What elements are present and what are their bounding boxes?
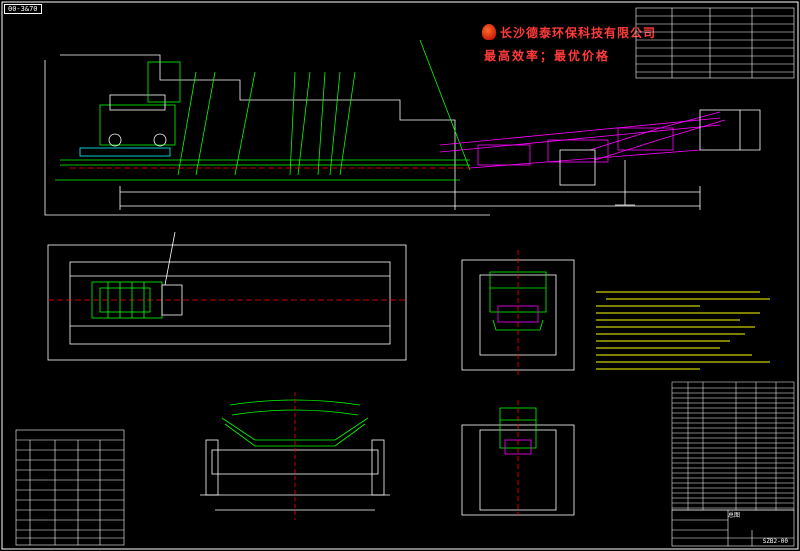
company-slogan: 最高效率；最优价格 — [484, 49, 611, 63]
drawing-number: SZB2-00 — [762, 538, 788, 545]
section-view-a — [461, 250, 575, 375]
frame-tag: 00-3&70 — [4, 4, 42, 14]
elevation-view — [44, 39, 761, 216]
company-logo-icon — [482, 24, 496, 40]
title-block-label: 总图 — [728, 512, 741, 519]
plan-view — [47, 231, 407, 361]
title-block — [671, 509, 795, 547]
technical-notes — [596, 291, 770, 370]
idler-cross-section — [200, 392, 390, 520]
spec-table — [15, 429, 125, 546]
parts-list — [671, 381, 795, 511]
section-view-b — [461, 400, 575, 516]
top-right-table — [635, 7, 795, 79]
company-banner: 长沙德泰环保科技有限公司 最高效率；最优价格 — [482, 24, 656, 64]
company-name: 长沙德泰环保科技有限公司 — [500, 26, 657, 40]
